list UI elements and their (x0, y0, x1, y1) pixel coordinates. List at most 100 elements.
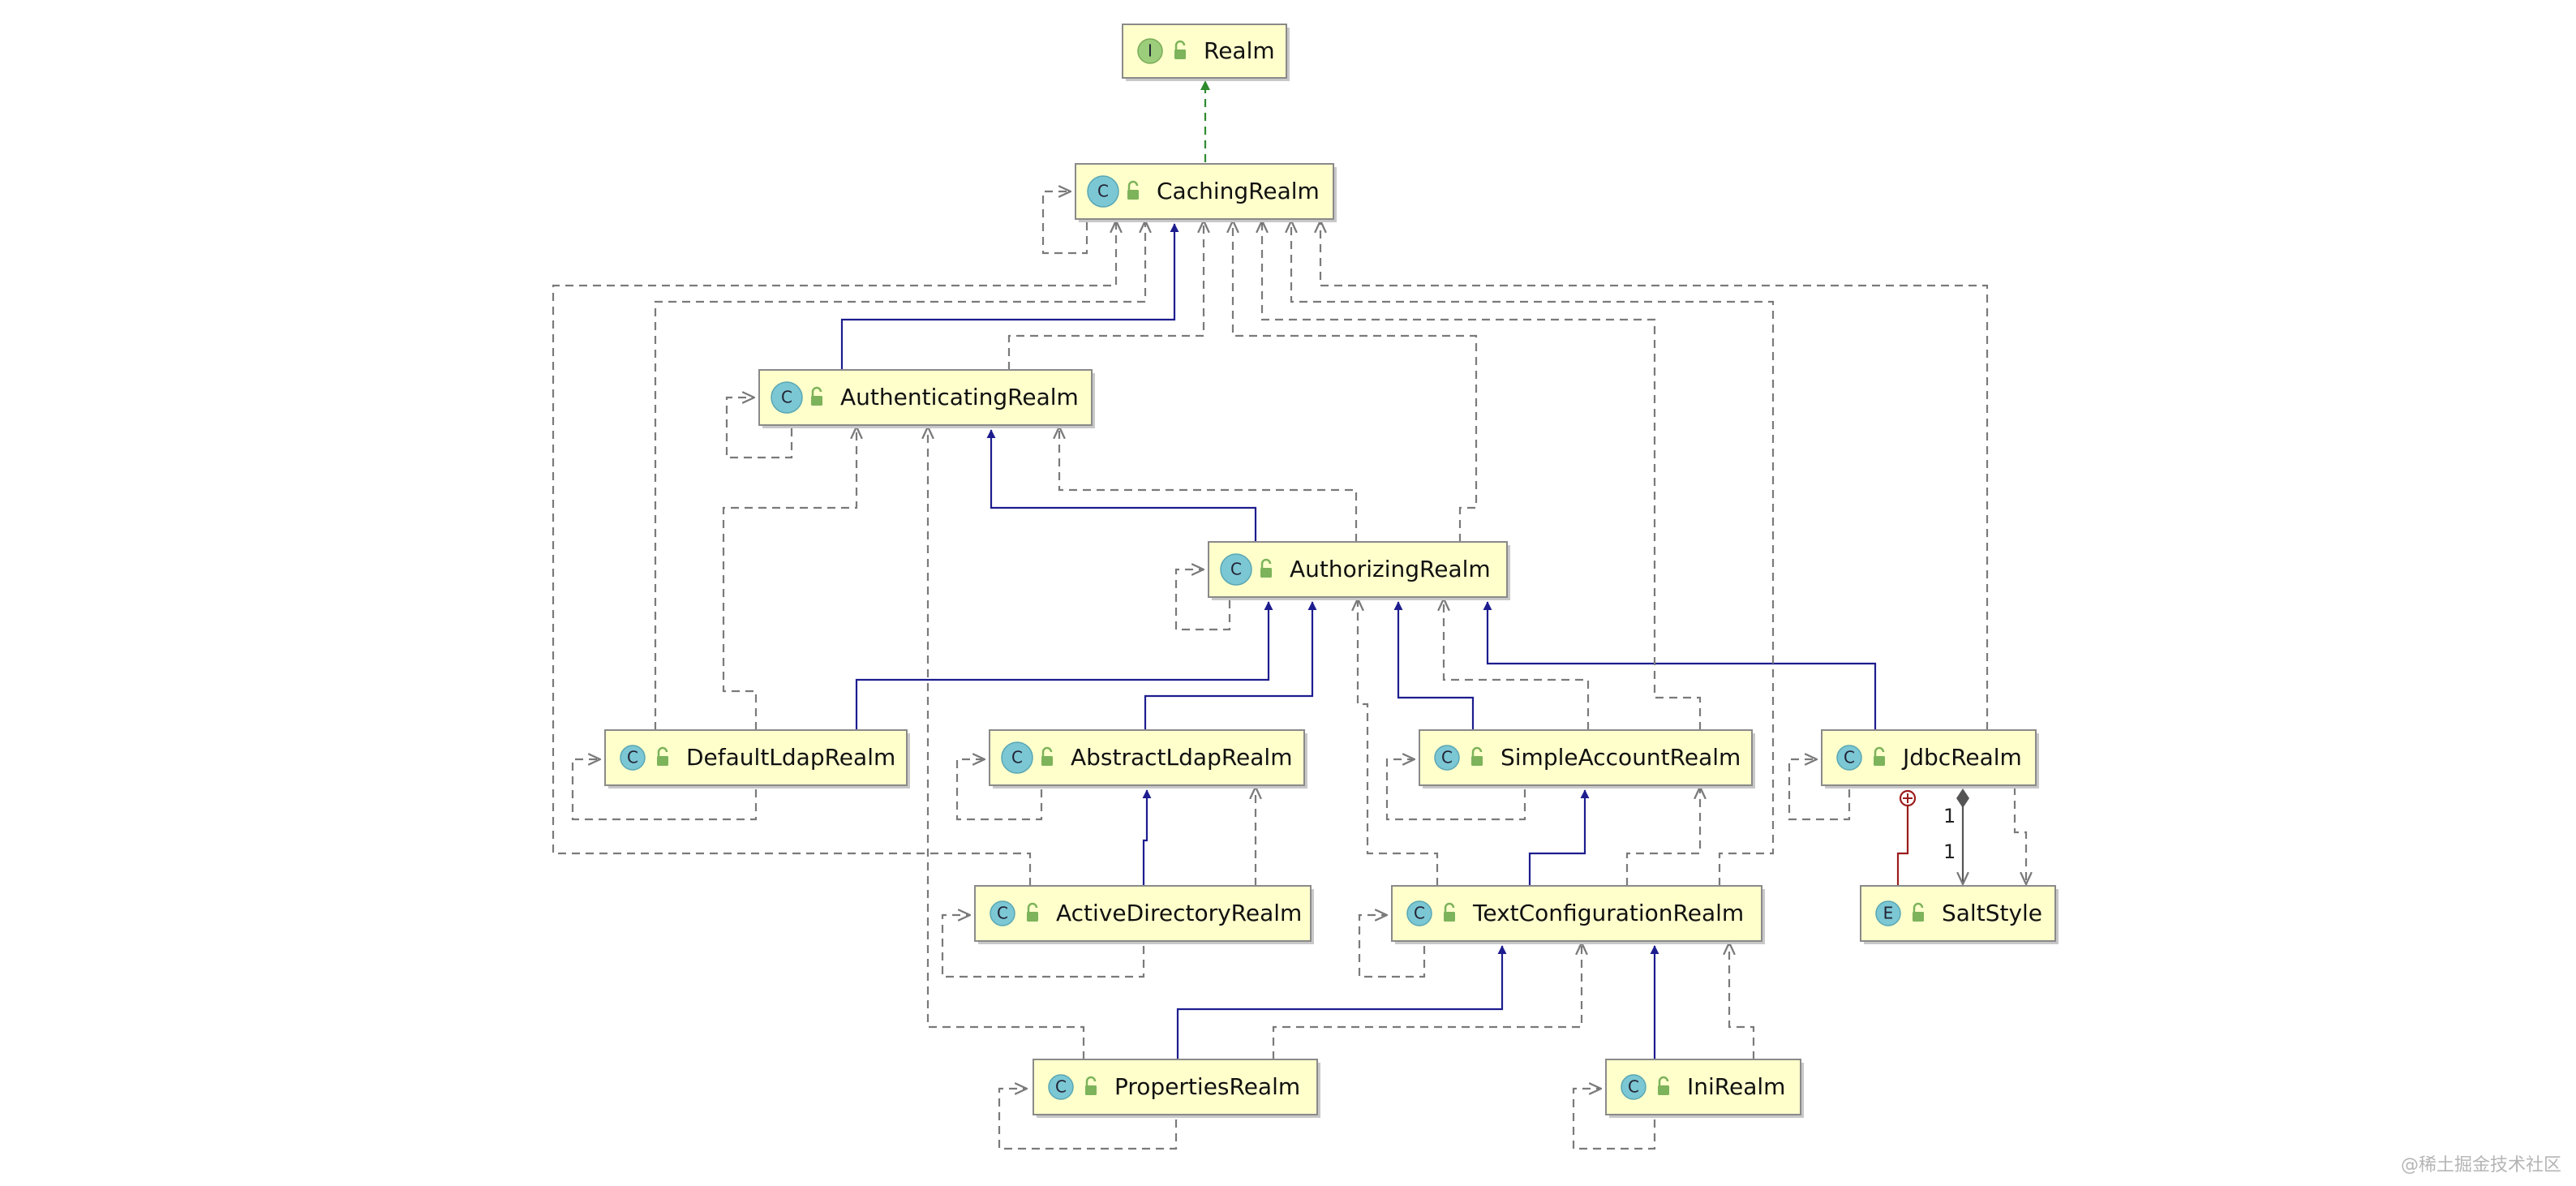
class-kind-letter: C (781, 388, 792, 407)
public-lock-icon (657, 746, 668, 766)
class-c-icon: C (990, 900, 1015, 926)
multiplicity-target: 1 (1943, 840, 1956, 863)
edge-dep-defaultldaprealm-cachingrealm (654, 221, 1145, 730)
public-lock-icon (1027, 902, 1038, 922)
edge-dep-textconfigurationrealm-cachingrealm (1291, 221, 1775, 886)
edge-activedirectoryrealm-extends-abstractldaprealm (1142, 789, 1152, 886)
public-lock-icon (811, 386, 822, 406)
class-box (604, 729, 908, 786)
node-saltstyle[interactable]: E SaltStyle (1860, 885, 2059, 944)
node-authorizingrealm[interactable]: C AuthorizingRealm (1208, 541, 1510, 600)
edge-dep-textconfigurationrealm-simpleaccountrealm (1625, 787, 1700, 886)
edge-dep-textconfigurationrealm-authorizingrealm (1358, 599, 1439, 886)
node-activedirectoryrealm[interactable]: C ActiveDirectoryRealm (974, 885, 1314, 944)
composition-diamond (1956, 789, 1969, 808)
edge-self-jdbcrealm (1788, 759, 1851, 821)
edge-self-abstractldaprealm (955, 759, 1043, 821)
edge-dep-authenticatingrealm-cachingrealm (1007, 221, 1204, 370)
class-box (1033, 1059, 1318, 1115)
class-kind-letter: C (1011, 748, 1023, 767)
class-c-icon: C (1048, 1074, 1074, 1100)
edge-self-propertiesrealm (998, 1089, 1178, 1150)
public-lock-icon (1444, 902, 1455, 922)
class-c-icon: C (1621, 1074, 1646, 1100)
class-name-label: CachingRealm (1157, 178, 1320, 204)
edge-dep-authorizingrealm-cachingrealm (1233, 221, 1478, 542)
class-c-icon: C (620, 745, 646, 771)
edge-self-activedirectoryrealm (941, 915, 1145, 978)
class-kind-letter: C (1097, 182, 1109, 201)
node-abstractldaprealm[interactable]: C AbstractLdapRealm (989, 729, 1307, 789)
multiplicity-source: 1 (1943, 805, 1956, 827)
class-c-icon: C (1406, 900, 1432, 926)
edge-self-authorizingrealm (1174, 569, 1231, 631)
class-c-icon: C (1001, 741, 1033, 774)
class-kind-letter: C (1628, 1077, 1639, 1097)
public-lock-icon (1085, 1076, 1097, 1095)
class-box (1821, 729, 2037, 786)
class-kind-letter: C (997, 904, 1008, 923)
nested-marker (1899, 789, 1917, 807)
class-name-label: Realm (1204, 37, 1275, 64)
edge-dep-simpleaccountrealm-cachingrealm (1262, 221, 1702, 730)
node-jdbcrealm[interactable]: C JdbcRealm (1821, 729, 2039, 789)
class-kind-letter: C (1055, 1077, 1067, 1097)
edge-self-defaultldaprealm (571, 759, 758, 821)
edge-propertiesrealm-extends-textconfigurationrealm (1176, 945, 1507, 1059)
class-name-label: DefaultLdapRealm (686, 744, 895, 771)
watermark-text: @稀土掘金技术社区 (2400, 1155, 2561, 1175)
edge-self-authenticatingrealm (725, 397, 793, 459)
edge-jdbcrealm-extends-authorizingrealm (1483, 601, 1877, 730)
class-name-label: AbstractLdapRealm (1071, 744, 1292, 771)
class-e-icon: E (1875, 900, 1901, 926)
edge-textconfigurationrealm-extends-simpleaccountrealm (1528, 789, 1590, 886)
node-textconfigurationrealm[interactable]: C TextConfigurationRealm (1391, 885, 1765, 944)
public-lock-icon (1260, 558, 1272, 578)
edge-dep-jdbcrealm-cachingrealm (1320, 221, 1989, 730)
class-i-icon: I (1137, 38, 1163, 64)
edge-self-textconfigurationrealm (1358, 915, 1426, 978)
class-kind-letter: C (1441, 748, 1453, 767)
node-defaultldaprealm[interactable]: C DefaultLdapRealm (604, 729, 910, 789)
class-kind-letter: C (1844, 748, 1855, 767)
class-c-icon: C (1087, 175, 1119, 208)
class-name-label: AuthorizingRealm (1290, 556, 1491, 582)
public-lock-icon (1041, 746, 1053, 766)
edge-dep-inirealm-textconfigurationrealm (1729, 943, 1755, 1059)
public-lock-icon (1874, 746, 1885, 766)
class-c-icon: C (1836, 745, 1862, 771)
class-name-label: SaltStyle (1942, 900, 2042, 926)
class-kind-letter: C (627, 748, 638, 767)
edge-self-simpleaccountrealm (1385, 759, 1526, 821)
class-name-label: JdbcRealm (1901, 744, 2022, 771)
edge-authorizingrealm-extends-authenticatingrealm (986, 429, 1257, 542)
edge-dep-simpleaccountrealm-authorizingrealm (1444, 599, 1590, 730)
edge-abstractldaprealm-extends-authorizingrealm (1144, 601, 1317, 730)
class-name-label: IniRealm (1687, 1073, 1785, 1100)
class-kind-letter: I (1148, 41, 1153, 61)
public-lock-icon (1127, 180, 1139, 200)
node-realm[interactable]: I Realm (1122, 24, 1290, 81)
edge-dep-defaultldaprealm-authenticatingrealm (722, 427, 857, 730)
node-inirealm[interactable]: C IniRealm (1605, 1059, 1804, 1118)
class-box (1208, 541, 1508, 598)
edge-self-cachingrealm (1041, 191, 1088, 255)
class-kind-letter: E (1883, 904, 1894, 923)
class-c-icon: C (1220, 553, 1252, 586)
class-name-label: ActiveDirectoryRealm (1056, 900, 1302, 926)
edge-dep-propertiesrealm-textconfigurationrealm (1272, 943, 1582, 1059)
class-name-label: TextConfigurationRealm (1472, 900, 1744, 926)
class-c-icon: C (1434, 745, 1460, 771)
class-name-label: SimpleAccountRealm (1501, 744, 1741, 771)
public-lock-icon (1471, 746, 1483, 766)
public-lock-icon (1174, 40, 1186, 59)
node-simpleaccountrealm[interactable]: C SimpleAccountRealm (1419, 729, 1755, 789)
edge-dep-authorizingrealm-authenticatingrealm (1059, 427, 1358, 542)
public-lock-icon (1658, 1076, 1669, 1095)
node-cachingrealm[interactable]: C CachingRealm (1075, 163, 1337, 222)
class-kind-letter: C (1414, 904, 1425, 923)
class-c-icon: C (771, 381, 803, 414)
